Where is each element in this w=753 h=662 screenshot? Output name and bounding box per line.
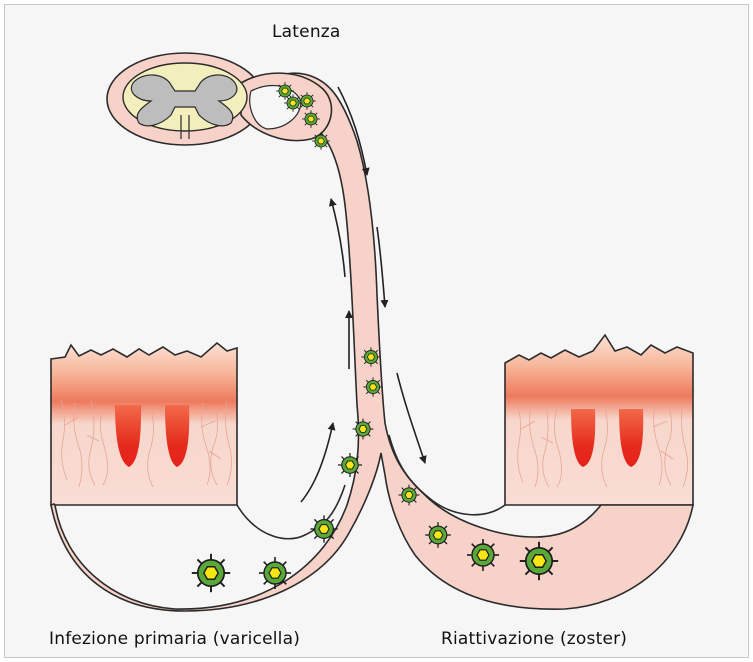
virus-particle-icon	[363, 377, 382, 396]
virus-particle-icon	[361, 347, 380, 366]
skin-block-left	[51, 343, 237, 505]
virus-particle-icon	[520, 542, 558, 580]
arrow-icon	[397, 373, 425, 463]
virus-particle-icon	[338, 453, 362, 477]
virus-particle-icon	[310, 515, 337, 542]
virus-particle-icon	[284, 94, 302, 112]
virus-particle-icon	[425, 522, 451, 548]
virus-particle-icon	[399, 485, 420, 506]
latency-label: Latenza	[272, 22, 341, 42]
arrow-icon	[377, 227, 385, 307]
sensory-nerve	[51, 73, 693, 611]
virus-particle-icon	[467, 539, 499, 571]
virus-particle-icon	[298, 92, 316, 110]
skin-block-right	[505, 335, 693, 505]
reactivation-label: Riattivazione (zoster)	[441, 629, 627, 649]
virus-particle-icon	[259, 557, 291, 589]
arrow-icon	[301, 423, 333, 502]
arrow-icon	[331, 199, 345, 277]
virus-particle-icon	[302, 110, 320, 128]
diagram-frame: Latenza Infezione primaria (varicella) R…	[4, 4, 749, 658]
virus-particle-icon	[192, 554, 230, 592]
varicella-zoster-diagram	[5, 5, 750, 659]
virus-particle-icon	[353, 419, 374, 440]
virus-particle-icon	[312, 132, 330, 150]
primary-infection-label: Infezione primaria (varicella)	[49, 629, 300, 649]
